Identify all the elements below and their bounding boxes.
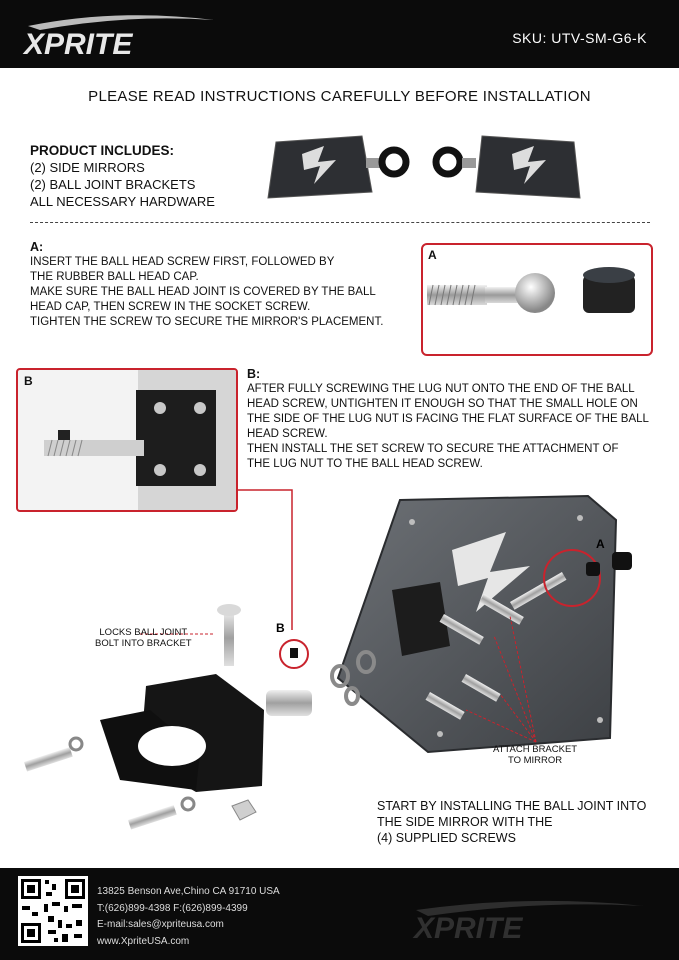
footer-website[interactable]: www.XpriteUSA.com — [97, 935, 190, 947]
diagram-tag-a: A — [596, 537, 605, 551]
svg-text:XPRITE: XPRITE — [22, 28, 133, 61]
start-line: THE SIDE MIRROR WITH THE — [377, 815, 553, 829]
start-line: START BY INSTALLING THE BALL JOINT INTO — [377, 799, 647, 813]
ball-head-screw-photo — [427, 267, 635, 313]
start-line: (4) SUPPLIED SCREWS — [377, 831, 516, 845]
contact-info: 13825 Benson Ave,Chino CA 91710 USA T:(6… — [97, 884, 280, 950]
section-a-line: THE RUBBER BALL HEAD CAP. — [30, 271, 199, 283]
qr-code — [18, 876, 88, 946]
includes-item: (2) SIDE MIRRORS — [30, 160, 145, 175]
box-a-tag: A — [428, 248, 437, 262]
section-a-label: A: — [30, 240, 44, 254]
section-a-line: TIGHTEN THE SCREW TO SECURE THE MIRROR'S… — [30, 316, 384, 328]
svg-text:XPRITE: XPRITE — [412, 912, 523, 944]
footer-address: 13825 Benson Ave,Chino CA 91710 USA — [97, 886, 280, 897]
diagram-tag-b: B — [276, 621, 285, 635]
detail-box-b: B — [16, 368, 238, 512]
section-a-line: MAKE SURE THE BALL HEAD JOINT IS COVERED… — [30, 286, 376, 298]
note-line: LOCKS BALL JOINT — [99, 627, 188, 638]
page-title: PLEASE READ INSTRUCTIONS CAREFULLY BEFOR… — [88, 88, 591, 105]
section-a-text: A: INSERT THE BALL HEAD SCREW FIRST, FOL… — [30, 240, 420, 330]
section-b-line: HEAD SCREW. — [247, 428, 328, 440]
lug-nut-photo — [44, 370, 236, 510]
section-a-line: HEAD CAP, THEN SCREW IN THE SOCKET SCREW… — [30, 301, 311, 313]
section-divider — [30, 222, 650, 223]
header-bar: XPRITE SKU: UTV-SM-G6-K — [0, 0, 679, 68]
includes-item: (2) BALL JOINT BRACKETS — [30, 177, 196, 192]
includes-heading: PRODUCT INCLUDES: — [30, 143, 174, 158]
section-b-line: THEN INSTALL THE SET SCREW TO SECURE THE… — [247, 443, 619, 455]
section-b-line: AFTER FULLY SCREWING THE LUG NUT ONTO TH… — [247, 383, 635, 395]
section-b-text: B: AFTER FULLY SCREWING THE LUG NUT ONTO… — [247, 367, 667, 472]
note-line: BOLT INTO BRACKET — [95, 638, 192, 649]
section-b-line: THE LUG NUT TO THE BALL HEAD SCREW. — [247, 458, 483, 470]
footer-bar: 13825 Benson Ave,Chino CA 91710 USA T:(6… — [0, 868, 679, 960]
note-line: ATTACH BRACKET — [493, 744, 578, 755]
product-photo — [267, 135, 581, 199]
box-b-tag: B — [24, 374, 33, 388]
detail-box-a: A — [421, 243, 653, 356]
xprite-logo: XPRITE — [22, 15, 214, 61]
note-locks-ball-joint: LOCKS BALL JOINT BOLT INTO BRACKET — [95, 627, 192, 649]
section-b-line: THE SIDE OF THE LUG NUT IS FACING THE FL… — [247, 413, 649, 425]
section-a-line: INSERT THE BALL HEAD SCREW FIRST, FOLLOW… — [30, 256, 335, 268]
exploded-diagram: A B — [23, 489, 632, 830]
section-b-label: B: — [247, 367, 261, 381]
footer-phone: T:(626)899-4398 F:(626)899-4399 — [97, 902, 248, 914]
start-instructions: START BY INSTALLING THE BALL JOINT INTO … — [377, 798, 667, 846]
sku-label: SKU: UTV-SM-G6-K — [512, 30, 647, 46]
footer-email[interactable]: E-mail:sales@xpriteusa.com — [97, 919, 224, 930]
note-attach-bracket: ATTACH BRACKET TO MIRROR — [493, 744, 577, 766]
footer-xprite-logo: XPRITE — [412, 900, 644, 944]
section-b-line: HEAD SCREW, UNTIGHTEN IT ENOUGH SO THAT … — [247, 398, 638, 410]
note-line: TO MIRROR — [507, 755, 563, 766]
product-includes: PRODUCT INCLUDES: (2) SIDE MIRRORS (2) B… — [30, 142, 215, 210]
includes-item: ALL NECESSARY HARDWARE — [30, 194, 215, 209]
